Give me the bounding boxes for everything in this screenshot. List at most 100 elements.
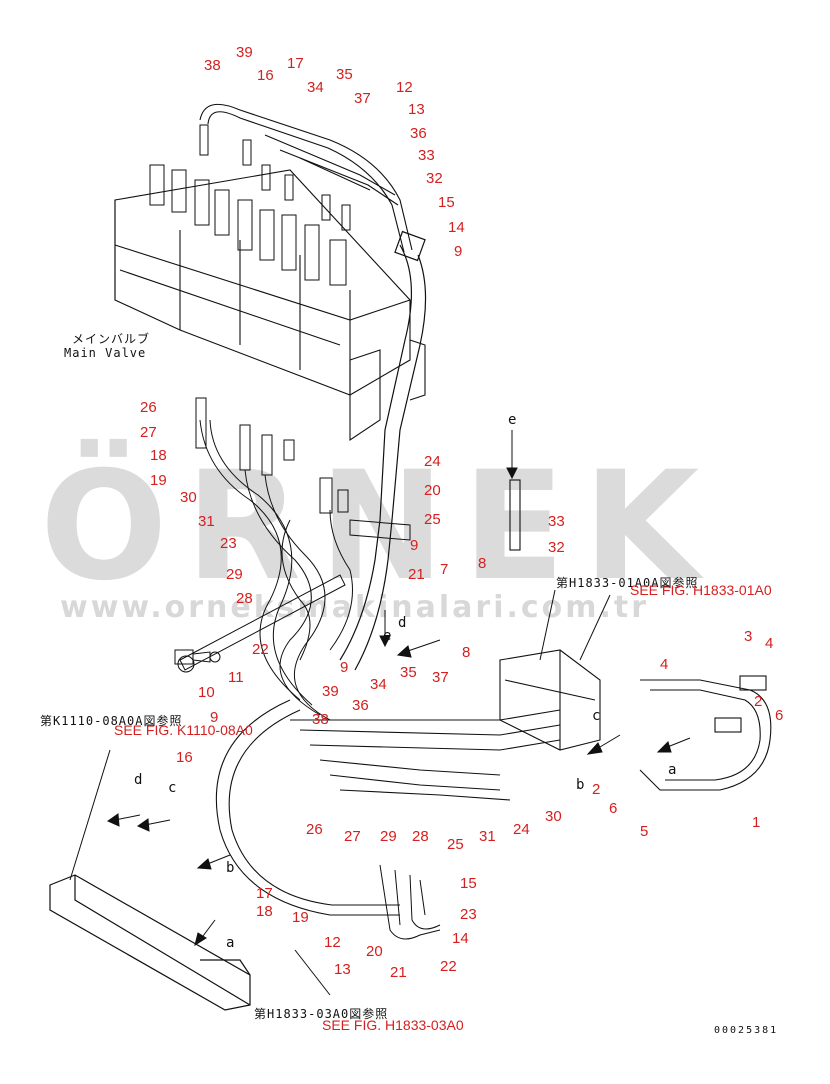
letter-e-lower: e (383, 628, 393, 644)
left-hose-bundle (199, 419, 353, 721)
part-label: 2 (592, 781, 601, 798)
part-label: 36 (410, 125, 427, 142)
ref-k1110-08a0-en: SEE FIG. K1110-08A0 (114, 722, 253, 738)
part-label: 16 (176, 749, 193, 766)
part-label: 9 (410, 537, 419, 554)
flow-arrows (106, 430, 691, 947)
part-label: 21 (408, 566, 425, 583)
part-label: 6 (775, 707, 784, 724)
part-label: 30 (545, 808, 562, 825)
part-label: 34 (307, 79, 324, 96)
part-label: 11 (228, 669, 244, 686)
part-label: 17 (256, 885, 273, 902)
part-label: 12 (324, 934, 341, 951)
part-label: 33 (418, 147, 435, 164)
part-label: 25 (424, 511, 441, 528)
main-vertical-hose (339, 230, 427, 671)
part-label: 38 (312, 711, 329, 728)
part-label: 7 (440, 561, 449, 578)
part-label: 6 (609, 800, 618, 817)
part-label: 35 (400, 664, 417, 681)
ref-h1833-03a0-en: SEE FIG. H1833-03A0 (322, 1017, 464, 1033)
part-label: 5 (640, 823, 649, 840)
part-label: 15 (460, 875, 477, 892)
part-label: 16 (257, 67, 274, 84)
part-label: 14 (452, 930, 469, 947)
main-valve-body (114, 169, 426, 442)
part-label: 26 (140, 399, 157, 416)
part-label: 23 (220, 535, 237, 552)
right-hoses (639, 675, 772, 791)
ref-h1833-01a0-en: SEE FIG. H1833-01A0 (630, 582, 772, 598)
part-label: 20 (424, 482, 441, 499)
letter-e: e (508, 412, 518, 428)
part-label: 17 (287, 55, 304, 72)
ref-k1110-08a0-ja: 第K1110-08A0A図参照 (40, 714, 183, 728)
part-label: 37 (432, 669, 449, 686)
part-label: 37 (354, 90, 371, 107)
letter-b-left: b (226, 860, 236, 876)
letter-b: b (576, 777, 586, 793)
part-label: 9 (340, 659, 349, 676)
part-label: 9 (454, 243, 463, 260)
part-label: 9 (210, 709, 219, 726)
part-label: 39 (236, 44, 253, 61)
part-label: 2 (754, 693, 763, 710)
letter-d: d (398, 615, 408, 631)
letter-a: a (668, 762, 678, 778)
ref-h1833-03a0-ja: 第H1833-03A0図参照 (254, 1007, 389, 1021)
letter-c-left: c (168, 780, 178, 796)
part-label: 30 (180, 489, 197, 506)
part-label: 18 (256, 903, 273, 920)
top-pilot-lines (199, 103, 413, 253)
part-label: 13 (334, 961, 351, 978)
part-label: 34 (370, 676, 387, 693)
lower-fittings (195, 397, 349, 514)
bolt-and-washer (174, 649, 221, 665)
part-label: 36 (352, 697, 369, 714)
document-number: 00025381 (714, 1025, 779, 1036)
part-label: 29 (226, 566, 243, 583)
letter-a-left: a (226, 935, 236, 951)
part-label: 29 (380, 828, 397, 845)
ref-h1833-01a0-ja: 第H1833-01A0A図参照 (556, 576, 699, 590)
part-label: 20 (366, 943, 383, 960)
part-label: 24 (513, 821, 530, 838)
part-label: 13 (408, 101, 425, 118)
part-label: 12 (396, 79, 413, 96)
part-label: 8 (478, 555, 487, 572)
part-label: 38 (204, 57, 221, 74)
part-label: 31 (479, 828, 496, 845)
part-label: 22 (440, 958, 457, 975)
part-label: 24 (424, 453, 441, 470)
part-label: 23 (460, 906, 477, 923)
part-label: 4 (660, 656, 669, 673)
part-label: 10 (198, 684, 215, 701)
part-label: 27 (140, 424, 157, 441)
lower-right-fittings (379, 864, 441, 940)
part-label: 26 (306, 821, 323, 838)
part-label: 15 (438, 194, 455, 211)
letter-c: c (592, 708, 602, 724)
part-label: 32 (548, 539, 565, 556)
main-valve-label-ja: メインバルブ (72, 332, 151, 346)
part-label: 33 (548, 513, 565, 530)
part-label: 22 (252, 641, 269, 658)
part-label: 39 (322, 683, 339, 700)
part-label: 19 (292, 909, 309, 926)
part-label: 28 (412, 828, 429, 845)
part-label: 21 (390, 964, 407, 981)
part-label: 27 (344, 828, 361, 845)
letter-d-left: d (134, 772, 144, 788)
part-label: 35 (336, 66, 353, 83)
part-label: 19 (150, 472, 167, 489)
left-manifold (49, 874, 251, 1011)
part-label: 8 (462, 644, 471, 661)
part-label: 1 (752, 814, 761, 831)
part-label: 28 (236, 590, 253, 607)
valve-spools (149, 124, 351, 286)
part-label: 25 (447, 836, 464, 853)
main-valve-label-en: Main Valve (64, 346, 147, 360)
